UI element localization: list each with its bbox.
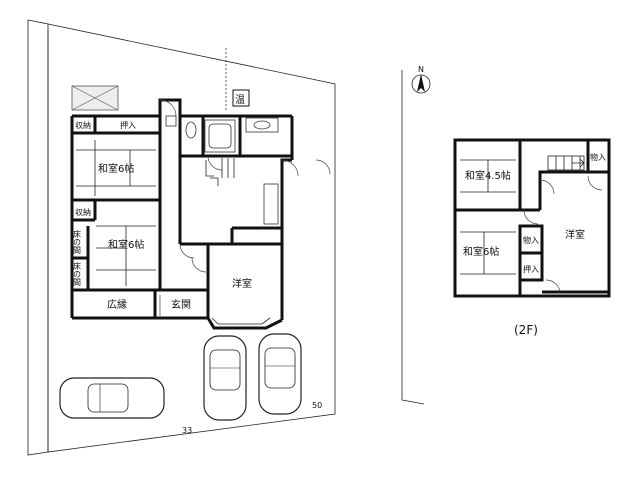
tatami-lines-2f — [460, 159, 516, 275]
floor-caption-2f: (2F) — [514, 323, 538, 337]
site-dimension-right: 50 — [312, 401, 322, 410]
room-label-oshiire-2f: 押入 — [523, 264, 539, 274]
second-floor-labels: 和室4.5帖 和室6帖 洋室 物入 物入 押入 (2F) — [463, 152, 606, 337]
stairs-2f — [547, 155, 585, 171]
north-arrow-label: N — [418, 65, 424, 74]
parked-car-1 — [59, 377, 165, 419]
room-label-youshitsu: 洋室 — [232, 277, 252, 290]
room-label-genkan: 玄関 — [171, 298, 191, 311]
room-label-washitsu-top: 和室6帖 — [98, 162, 134, 175]
door-swings — [159, 99, 331, 316]
bay-window — [211, 317, 271, 325]
second-floor-walls — [453, 138, 611, 298]
north-arrow: N — [411, 65, 431, 94]
first-floor-walls — [70, 98, 294, 330]
room-label-washitsu-mid: 和室6帖 — [108, 238, 144, 251]
room-label-washitsu-2f: 和室6帖 — [463, 245, 499, 258]
first-floor-labels: 収納 押入 和室6帖 収納 床の間 床の間 和室6帖 広縁 玄関 洋室 温 — [73, 89, 252, 311]
water-heater-mark: 温 — [235, 94, 245, 106]
skylight-box — [71, 85, 119, 111]
room-label-storage-mid-2f: 物入 — [523, 235, 539, 245]
tatami-lines — [76, 140, 156, 286]
room-label-engawa: 広縁 — [107, 298, 127, 311]
room-label-youshitsu-2f: 洋室 — [565, 228, 585, 241]
site-line-2f — [401, 70, 425, 405]
bath-fixtures — [165, 115, 279, 225]
site-dimension-bottom: 33 — [182, 426, 192, 435]
room-label-tokonoma-2: 床の間 — [73, 261, 82, 287]
stairs-1f — [205, 158, 235, 186]
room-label-closet-mid: 収納 — [75, 207, 91, 217]
room-label-storage-top-2f: 物入 — [590, 152, 606, 162]
parked-car-2 — [203, 335, 247, 421]
door-swings-2f — [523, 175, 603, 293]
room-label-tokonoma-1: 床の間 — [73, 229, 82, 255]
parked-car-3 — [258, 333, 302, 415]
room-label-closet-top: 収納 — [75, 120, 91, 130]
site-boundary: 33 50 — [27, 19, 336, 456]
room-label-washitsu-small-2f: 和室4.5帖 — [465, 169, 511, 182]
room-label-oshiire: 押入 — [120, 120, 136, 130]
